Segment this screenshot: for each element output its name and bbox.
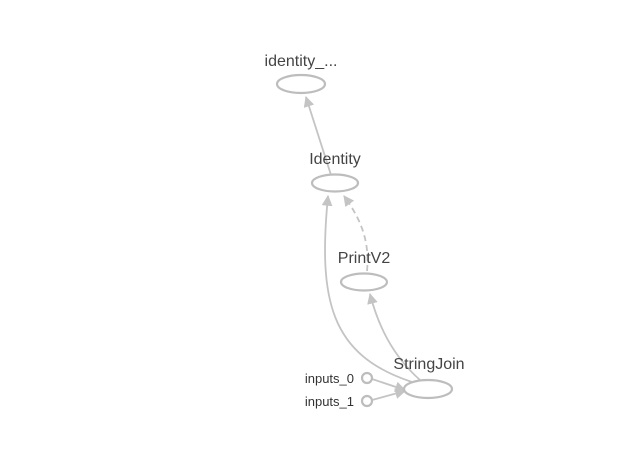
- node-label: PrintV2: [338, 250, 391, 267]
- node-label: Identity: [309, 151, 361, 168]
- edge-stringjoin-to-identity: [321, 194, 413, 383]
- node-label: StringJoin: [393, 356, 464, 373]
- input-node-1[interactable]: inputs_1: [305, 394, 374, 409]
- node-stringjoin[interactable]: StringJoin: [393, 356, 465, 400]
- input-node-0[interactable]: inputs_0: [305, 371, 374, 386]
- node-label: identity_...: [265, 53, 338, 70]
- edge-identity-to-identity-trunc: [303, 95, 332, 176]
- edge-stringjoin-to-printv2: [367, 292, 421, 381]
- op-node-shape[interactable]: [402, 378, 454, 400]
- node-identity[interactable]: Identity: [309, 151, 361, 193]
- edge-input0-to-stringjoin: [371, 378, 407, 393]
- edge-input1-to-stringjoin: [371, 388, 407, 401]
- op-node-shape[interactable]: [275, 73, 327, 95]
- input-circle[interactable]: [360, 371, 374, 385]
- node-printv2[interactable]: PrintV2: [338, 250, 391, 292]
- node-identity-trunc[interactable]: identity_...: [265, 53, 338, 95]
- op-node-shape[interactable]: [339, 272, 389, 292]
- input-circle[interactable]: [360, 394, 374, 408]
- edge-printv2-to-identity: [343, 195, 369, 272]
- input-label: inputs_1: [305, 394, 354, 409]
- input-label: inputs_0: [305, 371, 354, 386]
- op-node-shape[interactable]: [310, 173, 360, 193]
